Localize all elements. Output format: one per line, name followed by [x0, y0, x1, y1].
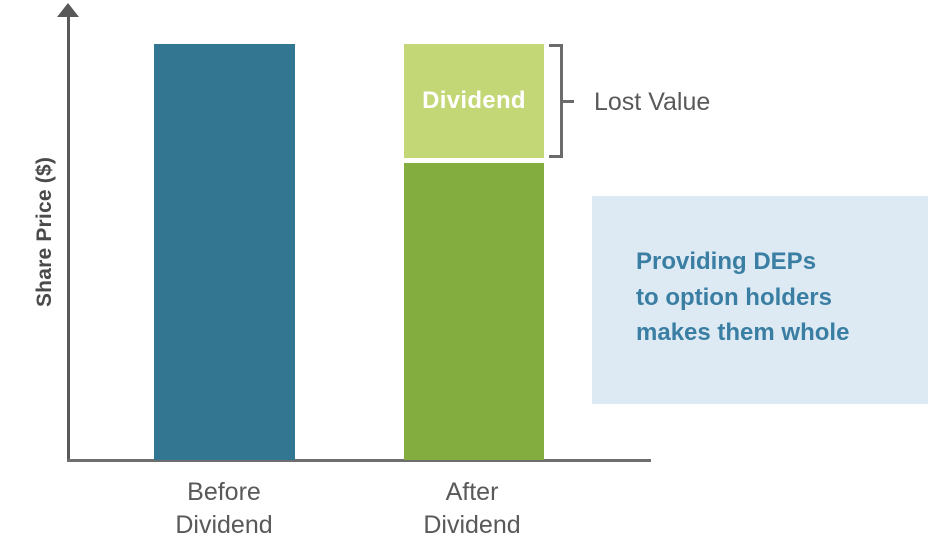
bracket-arm-top [549, 44, 563, 47]
bar-after-dividend-segment[interactable]: Dividend [404, 44, 544, 158]
bar-segment-label-dividend: Dividend [422, 87, 526, 114]
callout-line-1: Providing DEPs [636, 248, 817, 275]
callout-line-2: to option holders [636, 283, 832, 311]
x-axis-line [67, 459, 651, 462]
callout-text: Providing DEPs to option holders makes t… [636, 244, 849, 351]
x-axis-category-label-after: After Dividend [362, 476, 582, 542]
x-axis-category-label-before: Before Dividend [114, 476, 334, 542]
y-axis-arrow-icon [57, 3, 79, 17]
callout-line-3: makes them whole [636, 319, 850, 347]
lost-value-label: Lost Value [594, 88, 711, 116]
bracket-tick [562, 100, 574, 103]
bar-after-base-segment[interactable] [404, 163, 544, 460]
bar-before-dividend[interactable] [154, 44, 295, 460]
callout-box: Providing DEPs to option holders makes t… [592, 196, 928, 404]
category-label-before-line2: Dividend [175, 511, 273, 539]
category-label-after-line2: Dividend [423, 511, 521, 539]
bracket-spine [560, 44, 563, 158]
category-label-before-line1: Before [187, 478, 261, 506]
y-axis-label: Share Price ($) [33, 156, 56, 308]
category-label-after-line1: After [445, 478, 499, 506]
y-axis-line [67, 12, 70, 462]
bracket-arm-bottom [549, 155, 563, 158]
lost-value-bracket-icon [549, 44, 574, 158]
